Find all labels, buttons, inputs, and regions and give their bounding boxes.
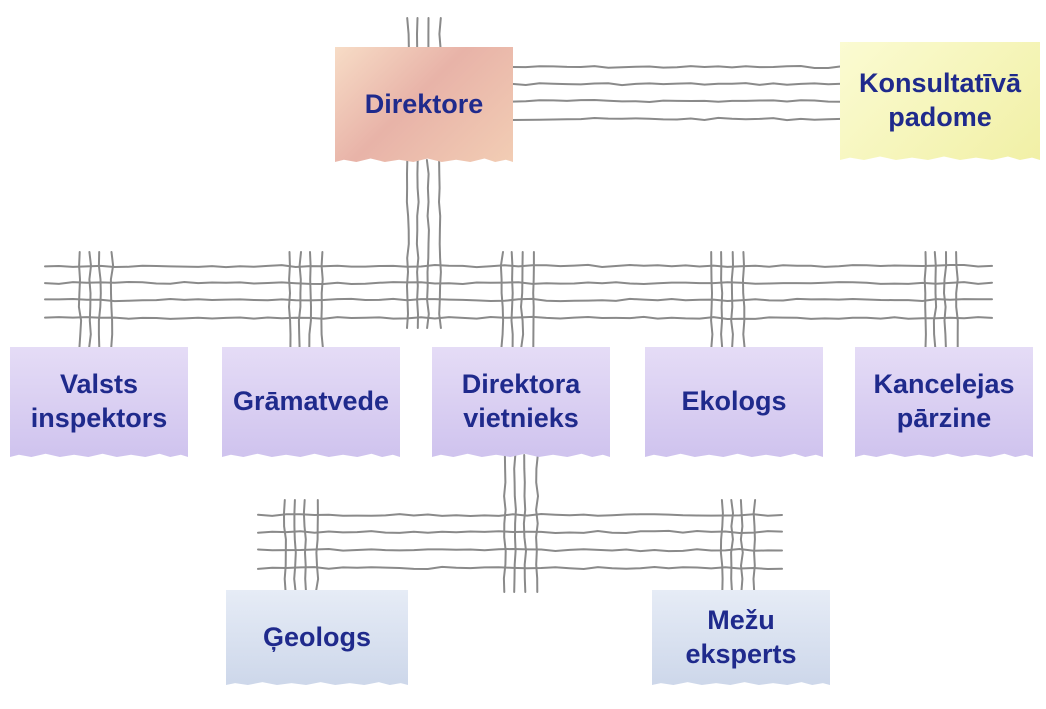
staff-bus-wire-strand-1 <box>44 263 993 269</box>
accountant-box: Grāmatvede <box>222 347 400 457</box>
ecologist-drop-wire-strand-1 <box>710 251 714 349</box>
director-council-wire-strand-4 <box>511 116 843 122</box>
inspector-drop-wire-strand-4 <box>109 251 115 349</box>
director-box: Direktore <box>335 47 513 162</box>
director-staff-wire-strand-3 <box>425 159 430 329</box>
forest-expert-box: Mežu eksperts <box>652 590 830 685</box>
office-drop-wire-strand-3 <box>942 251 948 349</box>
inspector-drop-wire-strand-3 <box>97 251 102 349</box>
director-staff-wire-strand-4 <box>437 159 442 329</box>
state-inspector-label-line2: inspektors <box>30 403 168 433</box>
office-manager-label-line1: Kancelejas <box>873 369 1015 400</box>
deputy-experts-wire-strand-3 <box>522 454 528 593</box>
director-top-wire-strand-2 <box>415 17 419 51</box>
deputy-drop-wire-strand-3 <box>519 251 525 349</box>
geologist-box: Ģeologs <box>226 590 408 685</box>
accountant-label: Grāmatvede <box>232 386 390 417</box>
forest-expert-label-line2: eksperts <box>685 638 797 669</box>
geologist-drop-wire-strand-3 <box>302 499 307 593</box>
ecologist-drop-wire-strand-2 <box>720 251 724 349</box>
director-top-wire-strand-1 <box>406 17 410 51</box>
deputy-drop-wire-strand-1 <box>499 251 505 349</box>
deputy-drop-wire-strand-4 <box>532 251 535 349</box>
deputy-experts-wire-strand-2 <box>513 454 517 593</box>
expert-bus-wire-strand-1 <box>257 512 783 518</box>
forest-expert-drop-wire-strand-4 <box>752 499 757 593</box>
state-inspector-label-line1: Valsts <box>59 369 139 400</box>
forest-expert-drop-wire-strand-1 <box>719 499 724 593</box>
deputy-experts-wire-strand-1 <box>502 454 507 593</box>
accountant-drop-wire-strand-4 <box>320 251 324 349</box>
director-council-wire-strand-3 <box>511 98 843 104</box>
director-staff-wire-strand-1 <box>405 159 410 329</box>
forest-expert-drop-wire-strand-2 <box>730 499 735 593</box>
forest-expert-label-line1: Mežu <box>707 604 775 635</box>
director-staff-wire-strand-2 <box>415 159 420 329</box>
office-manager-label-line2: pārzine <box>896 403 992 433</box>
forest-expert-drop-wire-strand-3 <box>739 499 744 593</box>
director-top-wire-strand-4 <box>438 17 442 51</box>
ecologist-drop-wire-strand-3 <box>730 251 735 349</box>
ecologist-drop-wire-strand-4 <box>741 251 746 349</box>
ecologist-box: Ekologs <box>645 347 823 457</box>
office-drop-wire-strand-1 <box>923 251 927 349</box>
inspector-drop-wire-strand-2 <box>88 251 93 349</box>
expert-bus-wire-strand-2 <box>257 529 783 535</box>
state-inspector-box: Valsts inspektors <box>10 347 188 457</box>
office-drop-wire-strand-2 <box>932 251 938 349</box>
office-manager-box: Kancelejas pārzine <box>855 347 1033 457</box>
geologist-drop-wire-strand-2 <box>293 499 297 593</box>
director-council-wire-strand-1 <box>511 64 843 69</box>
staff-bus-wire-strand-3 <box>44 297 993 303</box>
director-council-wire-strand-2 <box>511 82 843 87</box>
ecologist-label: Ekologs <box>681 386 787 417</box>
staff-bus-wire-strand-4 <box>44 315 993 321</box>
deputy-drop-wire-strand-2 <box>510 251 514 349</box>
deputy-director-label-line1: Direktora <box>461 369 581 400</box>
accountant-drop-wire-strand-1 <box>287 251 292 349</box>
geologist-drop-wire-strand-4 <box>314 499 320 593</box>
deputy-experts-wire-strand-4 <box>535 454 540 593</box>
advisory-council-label-line2: padome <box>888 102 992 132</box>
accountant-drop-wire-strand-2 <box>297 251 302 349</box>
geologist-drop-wire-strand-1 <box>282 499 287 593</box>
advisory-council-box: Konsultatīvā padome <box>840 42 1040 160</box>
staff-bus-wire-strand-2 <box>44 280 993 286</box>
geologist-label: Ģeologs <box>262 621 371 652</box>
inspector-drop-wire-strand-1 <box>77 251 83 349</box>
advisory-council-label-line1: Konsultatīvā <box>858 68 1022 99</box>
expert-bus-wire-strand-4 <box>257 565 783 571</box>
deputy-director-box: Direktora vietnieks <box>432 347 610 457</box>
expert-bus-wire-strand-3 <box>257 547 783 553</box>
accountant-drop-wire-strand-3 <box>308 251 313 349</box>
deputy-director-label-line2: vietnieks <box>463 403 579 433</box>
office-drop-wire-strand-4 <box>955 251 959 349</box>
director-label: Direktore <box>364 88 484 119</box>
